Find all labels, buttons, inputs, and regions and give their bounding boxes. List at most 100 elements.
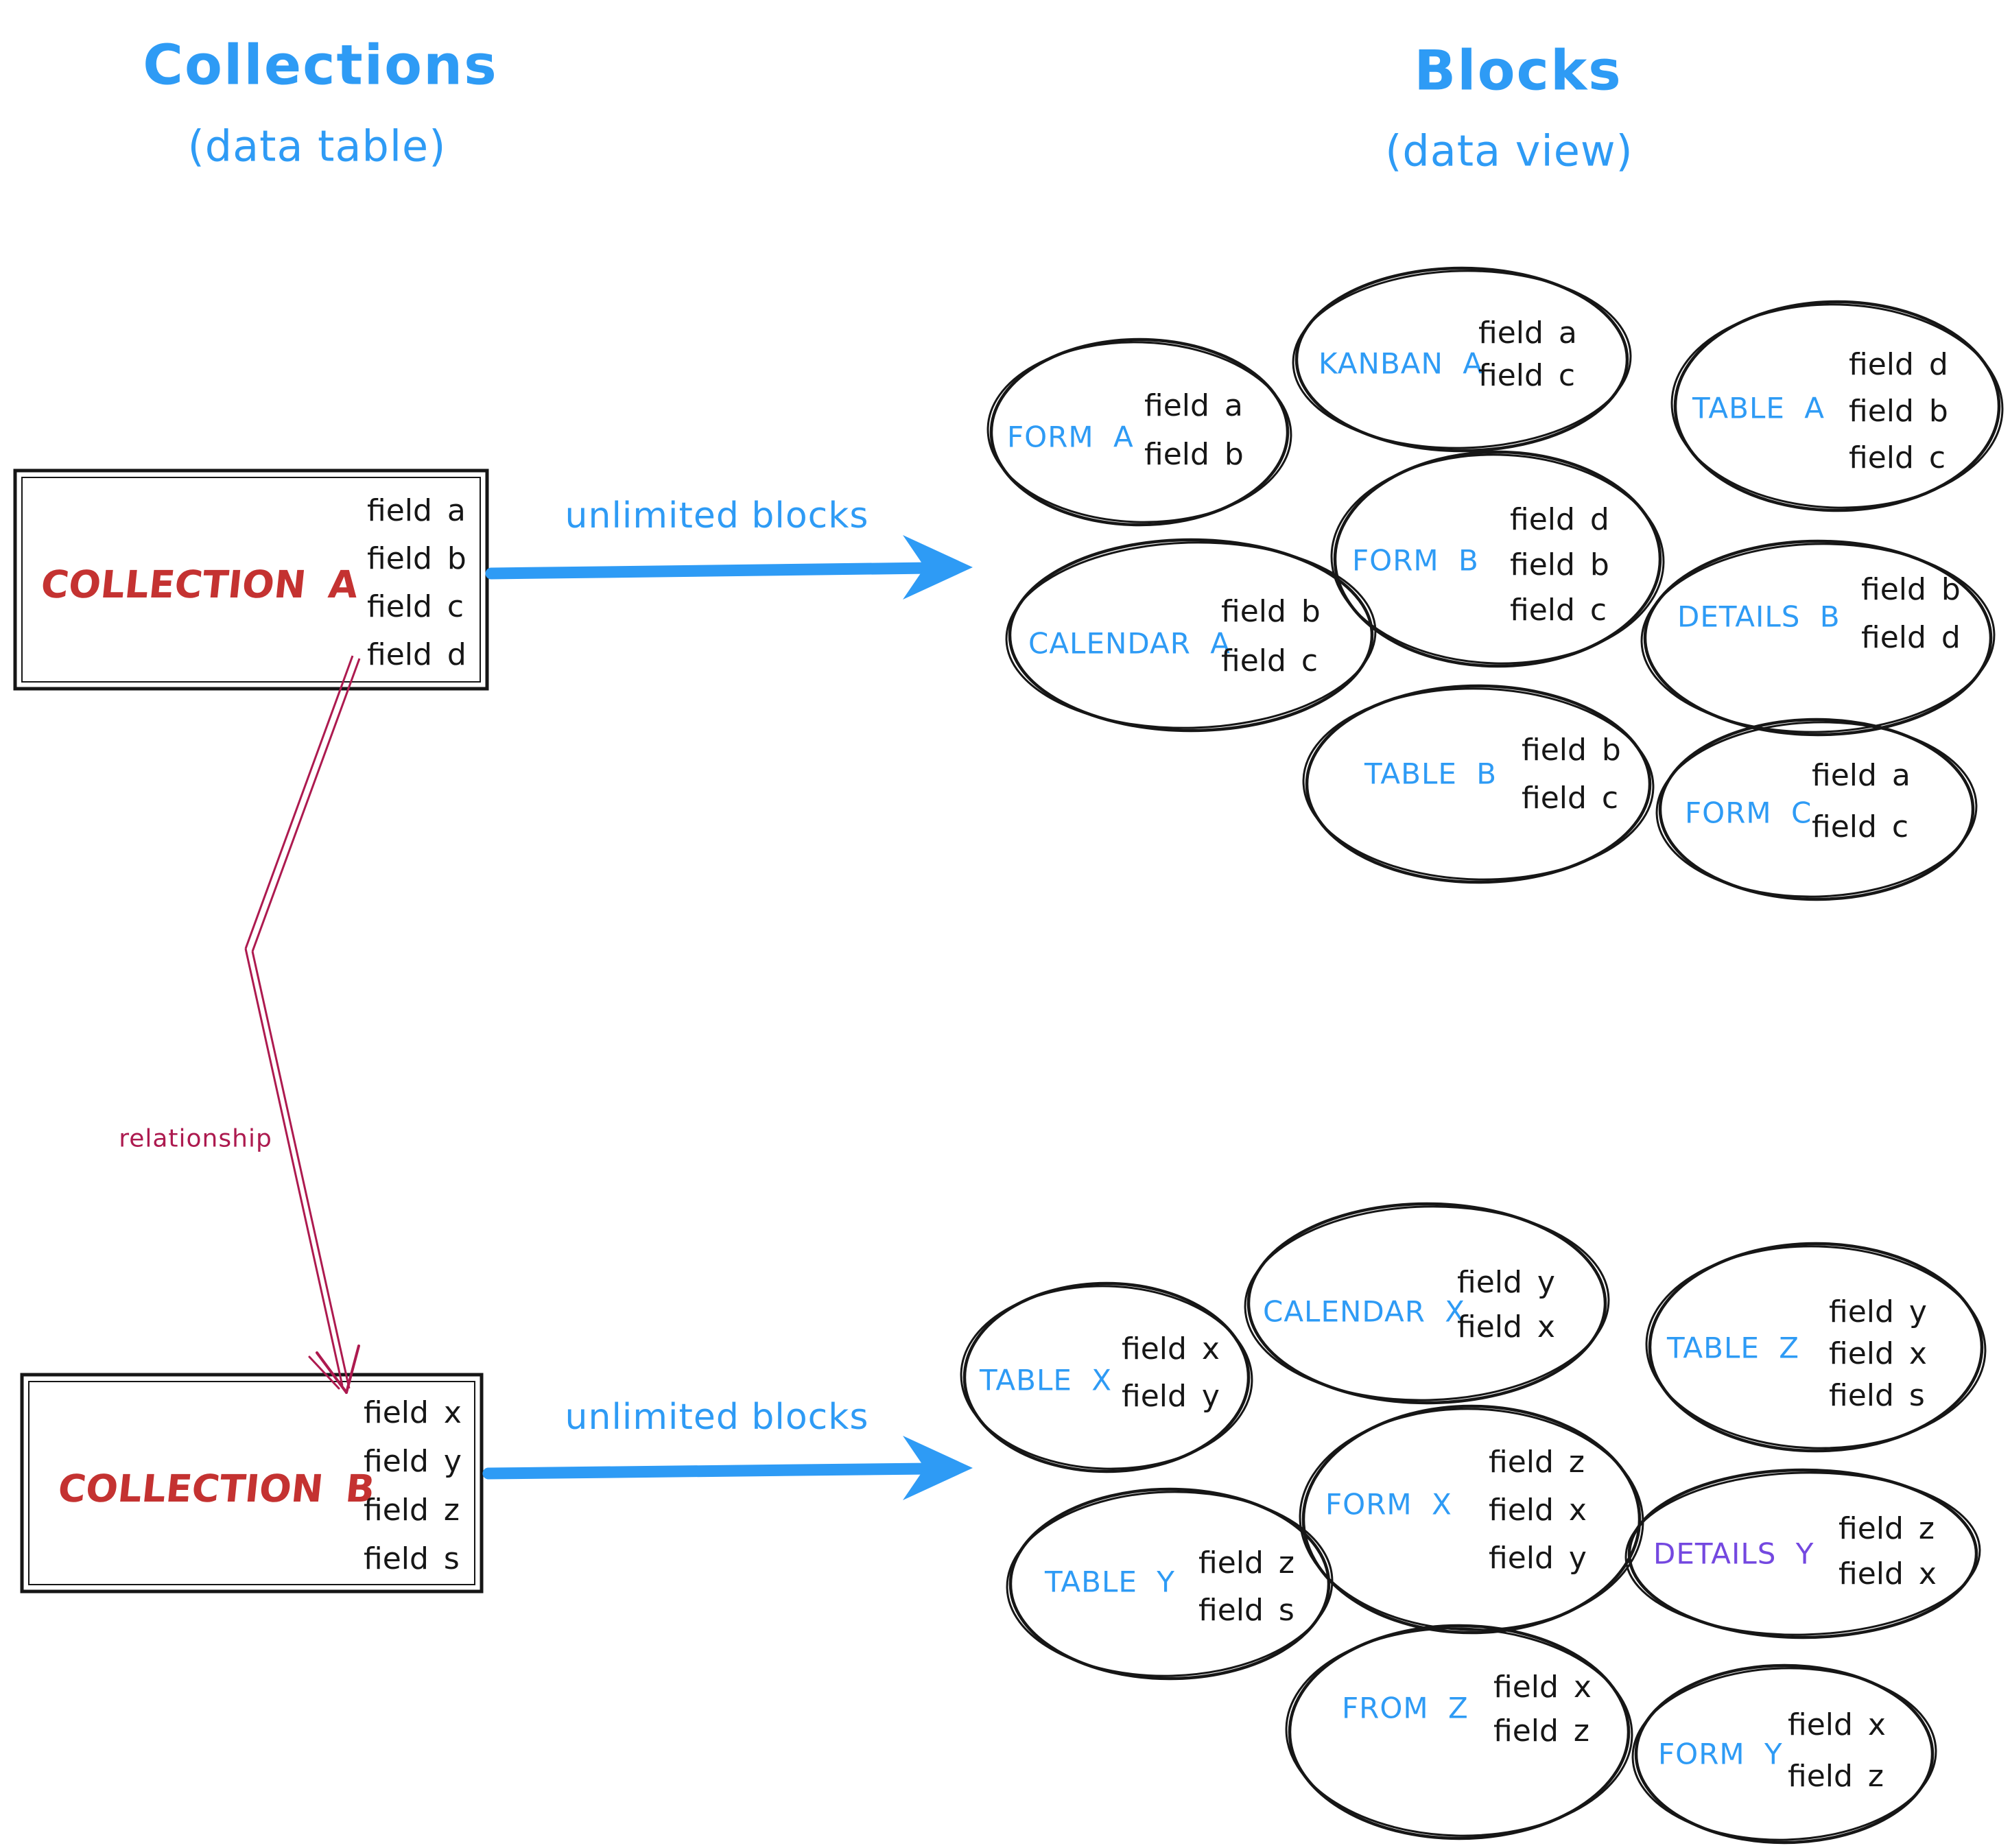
collection-b-box-outline	[20, 1373, 484, 1594]
block-field: field y	[1457, 1265, 1555, 1300]
block-label-form-y: FORM Y	[1658, 1737, 1783, 1771]
collection-a-box-outline	[13, 469, 489, 691]
block-label-calendar-x: CALENDAR X	[1263, 1294, 1466, 1329]
block-fields-table-b: field b field c	[1522, 726, 1621, 822]
block-label-details-y: DETAILS Y	[1653, 1537, 1814, 1571]
collection-a-title: COLLECTION A	[38, 562, 361, 606]
page-subtitle-data-view: (data view)	[1385, 126, 1633, 176]
block-label-details-b: DETAILS B	[1677, 600, 1841, 634]
block-field: field x	[1457, 1310, 1555, 1344]
block-label-form-a: FORM A	[1007, 420, 1134, 454]
collection-a-field: field c	[367, 589, 464, 624]
block-field: field b	[1510, 547, 1609, 582]
ellipse-details-y	[1624, 1468, 1981, 1639]
block-label-form-b: FORM B	[1352, 543, 1479, 578]
ellipse-from-z	[1285, 1624, 1633, 1840]
collection-b-field: field x	[364, 1395, 462, 1430]
block-field: field a	[1812, 758, 1911, 793]
block-label-from-z: FROM Z	[1342, 1691, 1469, 1725]
block-fields-form-c: field a field c	[1812, 750, 1911, 853]
block-fields-table-z: field y field x field s	[1829, 1291, 1927, 1417]
block-label-table-b: TABLE B	[1364, 757, 1498, 791]
ellipse-table-b	[1302, 684, 1655, 884]
block-label-form-c: FORM C	[1685, 796, 1812, 830]
block-field: field y	[1829, 1294, 1927, 1329]
ellipse-table-z	[1645, 1242, 1987, 1453]
ellipse-calendar-x	[1244, 1202, 1610, 1405]
page-subtitle-data-table: (data table)	[187, 121, 447, 171]
block-field: field c	[1510, 593, 1607, 628]
block-field: field c	[1221, 643, 1319, 678]
block-field: field z	[1198, 1545, 1295, 1580]
block-field: field z	[1788, 1759, 1884, 1794]
block-field: field x	[1788, 1707, 1886, 1742]
collection-b-field: field y	[364, 1444, 462, 1479]
block-field: field z	[1489, 1445, 1585, 1480]
block-field: field a	[1144, 388, 1243, 423]
block-field: field d	[1861, 620, 1961, 655]
block-field: field b	[1221, 594, 1321, 629]
unlimited-blocks-arrow-bottom	[482, 1436, 973, 1500]
block-field: field z	[1493, 1714, 1590, 1749]
ellipse-form-b	[1330, 450, 1665, 668]
block-field: field b	[1849, 394, 1948, 429]
relationship-label: relationship	[119, 1124, 272, 1153]
block-field: field b	[1522, 733, 1621, 768]
ellipse-table-y	[1006, 1487, 1334, 1681]
block-field: field c	[1812, 809, 1909, 844]
unlimited-blocks-label-top: unlimited blocks	[565, 495, 869, 536]
collection-b-fields: field x field y field z field s	[364, 1388, 462, 1583]
block-label-form-x: FORM X	[1325, 1487, 1452, 1521]
ellipse-details-b	[1640, 539, 1996, 737]
block-fields-calendar-x: field y field x	[1457, 1260, 1555, 1349]
block-label-table-a: TABLE A	[1692, 391, 1825, 425]
collection-a-field: field b	[367, 541, 466, 576]
block-field: field a	[1478, 316, 1577, 351]
block-label-kanban-a: KANBAN A	[1319, 346, 1483, 381]
ellipse-table-a	[1670, 300, 2004, 512]
ellipse-form-a	[986, 337, 1292, 527]
block-field: field y	[1122, 1379, 1220, 1414]
block-field: field d	[1510, 502, 1609, 537]
block-field: field x	[1489, 1493, 1587, 1528]
ellipse-form-c	[1655, 718, 1978, 901]
block-field: field x	[1838, 1556, 1937, 1591]
block-field: field c	[1478, 358, 1576, 393]
block-fields-form-y: field x field z	[1788, 1699, 1886, 1802]
ellipse-form-x	[1299, 1404, 1644, 1635]
ellipse-kanban-a	[1292, 266, 1632, 453]
page-title-collections: Collections	[143, 33, 498, 97]
block-label-table-y: TABLE Y	[1045, 1565, 1175, 1599]
block-fields-table-a: field d field b field c	[1849, 342, 1948, 482]
block-fields-from-z: field x field z	[1493, 1666, 1592, 1753]
block-field: field y	[1489, 1541, 1587, 1576]
block-field: field s	[1829, 1378, 1925, 1413]
unlimited-blocks-arrow-top	[485, 535, 973, 600]
collection-a-field: field d	[367, 637, 466, 672]
block-field: field s	[1198, 1593, 1294, 1628]
block-field: field z	[1838, 1511, 1935, 1546]
ellipse-table-x	[960, 1281, 1253, 1473]
collection-a-field: field a	[367, 493, 466, 528]
block-field: field c	[1849, 440, 1946, 475]
block-label-table-x: TABLE X	[980, 1363, 1112, 1397]
collection-b-field: field s	[364, 1541, 460, 1576]
collection-b-title: COLLECTION B	[56, 1467, 377, 1511]
block-field: field b	[1861, 572, 1961, 607]
block-fields-table-y: field z field s	[1198, 1539, 1294, 1634]
page-title-blocks: Blocks	[1414, 38, 1622, 103]
block-fields-form-b: field d field b field c	[1510, 497, 1609, 633]
block-fields-table-x: field x field y	[1122, 1325, 1220, 1420]
ellipse-form-y	[1631, 1663, 1937, 1845]
block-field: field b	[1144, 437, 1244, 472]
collection-a-fields: field a field b field c field d	[367, 487, 466, 679]
block-fields-form-x: field z field x field y	[1489, 1438, 1587, 1583]
block-fields-kanban-a: field a field c	[1478, 312, 1577, 397]
block-field: field d	[1849, 347, 1948, 382]
block-fields-details-b: field b field d	[1861, 566, 1961, 662]
block-field: field x	[1493, 1670, 1592, 1705]
block-fields-details-y: field z field x	[1838, 1506, 1937, 1597]
relationship-arrow	[244, 655, 361, 1394]
